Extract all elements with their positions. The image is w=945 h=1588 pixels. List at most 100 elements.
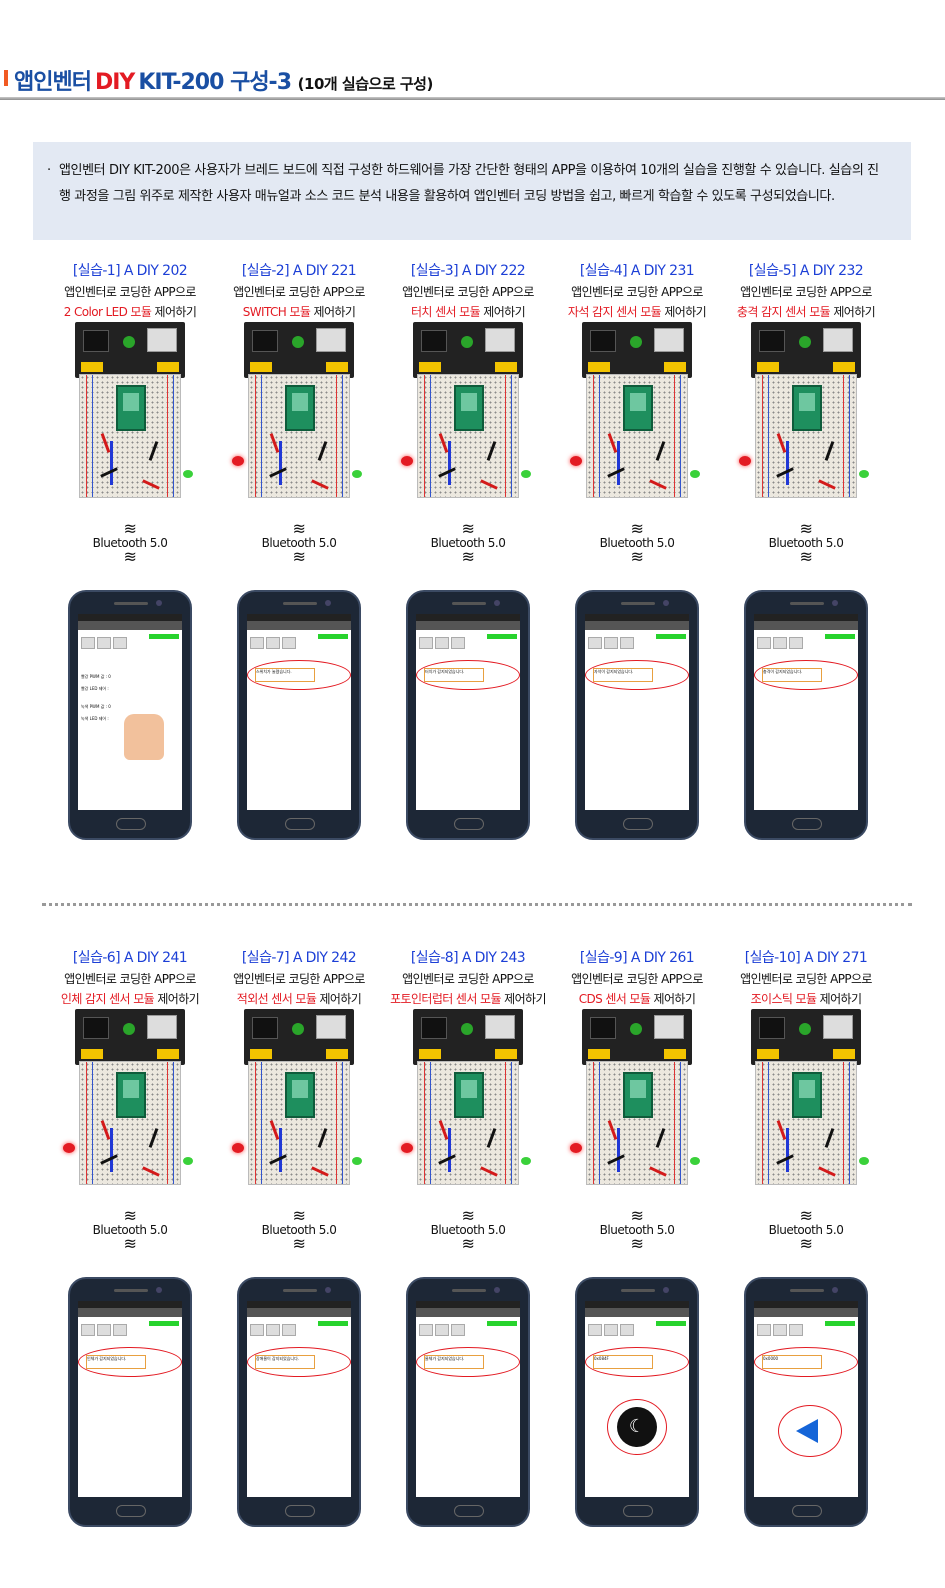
jumper-left: [81, 362, 103, 372]
receive-textbox[interactable]: 0x084F: [593, 1355, 653, 1369]
status-bar: [585, 1301, 689, 1308]
connect-button[interactable]: [604, 1324, 618, 1336]
receive-textbox[interactable]: 스위치가 눌렸습니다.: [255, 668, 315, 682]
lab-suffix: 제어하기: [833, 305, 876, 319]
wire-red: [269, 433, 280, 453]
disconnect-button[interactable]: [620, 1324, 634, 1336]
home-button[interactable]: [623, 1505, 653, 1517]
disconnect-button[interactable]: [451, 637, 465, 649]
wifi-signal-icon: ≋: [123, 1234, 137, 1253]
bluetooth-label: Bluetooth 5.0: [768, 1223, 844, 1237]
scan-button[interactable]: [757, 637, 771, 649]
app-title-bar: [247, 621, 351, 630]
receive-textbox[interactable]: 장애물이 감지되었습니다.: [255, 1355, 315, 1369]
connect-button[interactable]: [97, 1324, 111, 1336]
wire-red-2: [818, 1166, 836, 1177]
connection-status: [487, 634, 517, 639]
smartphone: 0x0000: [744, 1277, 868, 1527]
lab-card-1: [실습-1] A DIY 202 앱인벤터로 코딩한 APP으로 2 Color…: [45, 260, 215, 860]
connect-button[interactable]: [97, 637, 111, 649]
phone-speaker: [452, 1289, 486, 1292]
connect-button[interactable]: [435, 637, 449, 649]
home-button[interactable]: [454, 818, 484, 830]
scan-button[interactable]: [81, 637, 95, 649]
receive-textbox[interactable]: 자석이 감지되었습니다.: [593, 668, 653, 682]
phone-screen: 장애물이 감지되었습니다.: [247, 1301, 351, 1497]
green-led: [521, 1157, 531, 1165]
disconnect-button[interactable]: [789, 637, 803, 649]
jumper-right: [664, 362, 686, 372]
home-button[interactable]: [792, 1505, 822, 1517]
power-supply-module: [244, 322, 354, 378]
scan-button[interactable]: [419, 637, 433, 649]
wire-blue: [786, 1128, 789, 1172]
home-button[interactable]: [116, 818, 146, 830]
rail-red-right: [674, 375, 675, 497]
scan-button[interactable]: [757, 1324, 771, 1336]
red-led: [739, 456, 751, 466]
red-led: [401, 1143, 413, 1153]
lab-card-4: [실습-4] A DIY 231 앱인벤터로 코딩한 APP으로 자석 감지 센…: [552, 260, 722, 860]
disconnect-button[interactable]: [620, 637, 634, 649]
connect-button[interactable]: [435, 1324, 449, 1336]
disconnect-button[interactable]: [113, 1324, 127, 1336]
wire-black: [824, 1128, 835, 1148]
intro-text: 앱인벤터 DIY KIT-200은 사용자가 브레드 보드에 직접 구성한 하드…: [59, 163, 879, 204]
wifi-signal-icon: ≋: [799, 547, 813, 566]
lab-module: 충격 감지 센서 모듈: [736, 305, 831, 319]
highlight-oval: [247, 1347, 351, 1377]
jumper-right: [157, 362, 179, 372]
power-led: [799, 1023, 811, 1035]
connect-button[interactable]: [604, 637, 618, 649]
scan-button[interactable]: [250, 637, 264, 649]
disconnect-button[interactable]: [789, 1324, 803, 1336]
home-button[interactable]: [454, 1505, 484, 1517]
disconnect-button[interactable]: [113, 637, 127, 649]
home-button[interactable]: [792, 818, 822, 830]
disconnect-button[interactable]: [451, 1324, 465, 1336]
home-button[interactable]: [285, 1505, 315, 1517]
receive-textbox[interactable]: 충격이 감지되었습니다.: [762, 668, 822, 682]
disconnect-button[interactable]: [282, 637, 296, 649]
receive-textbox[interactable]: 물체가 감지되었습니다.: [424, 1355, 484, 1369]
rail-blue-left: [261, 1062, 262, 1184]
rail-blue-right: [849, 1062, 850, 1184]
phone-speaker: [283, 602, 317, 605]
lab-line1: 앱인벤터로 코딩한 APP으로: [571, 972, 703, 986]
wifi-signal-icon: ≋: [630, 547, 644, 566]
connect-button[interactable]: [266, 637, 280, 649]
receive-textbox[interactable]: 0x0000: [762, 1355, 822, 1369]
home-button[interactable]: [623, 818, 653, 830]
lab-card-3: [실습-3] A DIY 222 앱인벤터로 코딩한 APP으로 터치 센서 모…: [383, 260, 553, 860]
home-button[interactable]: [285, 818, 315, 830]
receive-textbox[interactable]: 인체가 감지되었습니다.: [86, 1355, 146, 1369]
rail-red-right: [167, 375, 168, 497]
scan-button[interactable]: [419, 1324, 433, 1336]
wire-black-2: [269, 467, 287, 478]
scan-button[interactable]: [81, 1324, 95, 1336]
wire-red-2: [311, 1166, 329, 1177]
wire-red: [100, 433, 111, 453]
app-button-row: [81, 634, 179, 649]
connect-button[interactable]: [266, 1324, 280, 1336]
breadboard: [417, 1061, 519, 1185]
lab-line2: CDS 센서 모듈 제어하기: [552, 990, 722, 1007]
rail-red-right: [505, 1062, 506, 1184]
connect-button[interactable]: [773, 637, 787, 649]
connect-button[interactable]: [773, 1324, 787, 1336]
rail-red-left: [762, 1062, 763, 1184]
wire-black-2: [100, 467, 118, 478]
receive-textbox[interactable]: 터치가 감지되었습니다.: [424, 668, 484, 682]
wire-red: [438, 433, 449, 453]
red-led: [232, 456, 244, 466]
home-button[interactable]: [116, 1505, 146, 1517]
red-led: [63, 1143, 75, 1153]
power-led: [292, 1023, 304, 1035]
jumper-right: [495, 362, 517, 372]
bluetooth-mcu-board: [454, 1072, 484, 1118]
scan-button[interactable]: [588, 637, 602, 649]
disconnect-button[interactable]: [282, 1324, 296, 1336]
scan-button[interactable]: [250, 1324, 264, 1336]
dc-jack: [252, 330, 278, 352]
scan-button[interactable]: [588, 1324, 602, 1336]
